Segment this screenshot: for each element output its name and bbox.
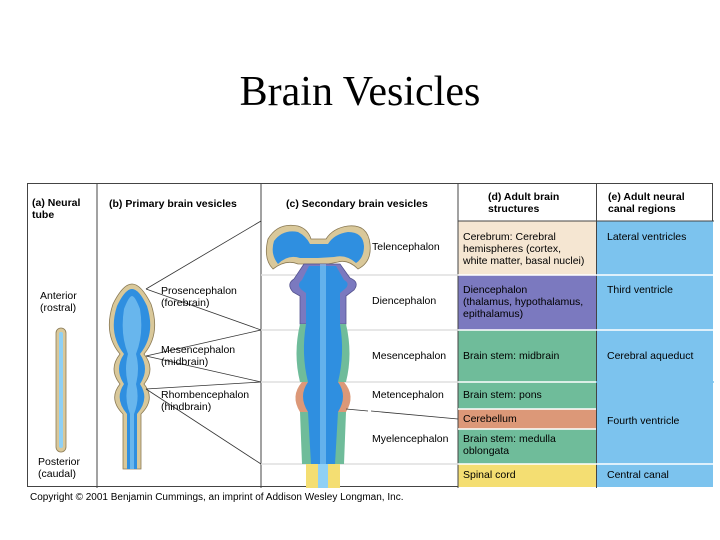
- neural-tube: [55, 327, 67, 453]
- cell-pons: [458, 382, 596, 409]
- label-midbrain: Brain stem: midbrain: [463, 350, 560, 362]
- label-fourth-ventricle: Fourth ventricle: [607, 415, 680, 427]
- cell-cerebrum: [458, 221, 596, 275]
- label-telencephalon: Telencephalon: [372, 241, 440, 253]
- brain-vesicles-figure: (a) Neural tube (b) Primary brain vesicl…: [27, 183, 714, 488]
- label-lateral-ventricles: Lateral ventricles: [607, 231, 687, 243]
- primary-vesicles: [108, 283, 156, 470]
- cell-midbrain: [458, 330, 596, 382]
- slide-title: Brain Vesicles: [239, 69, 481, 115]
- header-adult-structures: (d) Adult brain structures: [488, 191, 560, 215]
- label-cerebrum: Cerebrum: Cerebral hemispheres (cortex, …: [463, 231, 585, 267]
- label-pons: Brain stem: pons: [463, 389, 542, 401]
- column-dividers: [96, 184, 597, 488]
- cell-central-canal: [597, 464, 713, 487]
- label-spinal-cord: Spinal cord: [463, 469, 516, 481]
- cell-cerebellum: [458, 409, 596, 429]
- label-anterior: Anterior (rostral): [40, 290, 77, 314]
- diagram-graphics: [55, 184, 714, 488]
- label-rhombencephalon: Rhombencephalon (hindbrain): [161, 389, 250, 413]
- label-diencephalon-adult: Diencephalon (thalamus, hypothalamus, ep…: [463, 284, 584, 320]
- row-dividers-c: [261, 274, 458, 465]
- label-mesencephalon-primary: Mesencephalon (midbrain): [161, 344, 236, 368]
- copyright-notice: Copyright © 2001 Benjamin Cummings, an i…: [30, 492, 404, 503]
- header-secondary-vesicles: (c) Secondary brain vesicles: [286, 198, 428, 210]
- cell-medulla: [458, 429, 596, 464]
- cell-diencephalon: [458, 275, 596, 330]
- label-mesencephalon-secondary: Mesencephalon: [372, 350, 447, 362]
- header-canal-regions: (e) Adult neural canal regions: [608, 191, 685, 215]
- label-metencephalon: Metencephalon: [372, 389, 444, 401]
- label-third-ventricle: Third ventricle: [607, 284, 673, 296]
- label-diencephalon-secondary: Diencephalon: [372, 295, 437, 307]
- header-neural-tube: (a) Neural tube: [32, 197, 81, 221]
- label-prosencephalon: Prosencephalon (forebrain): [161, 285, 237, 309]
- label-cerebral-aqueduct: Cerebral aqueduct: [607, 350, 694, 362]
- header-primary-vesicles: (b) Primary brain vesicles: [109, 198, 237, 210]
- label-posterior: Posterior (caudal): [38, 456, 81, 480]
- connector-lines: [145, 220, 459, 465]
- cell-spinal-cord: [458, 464, 596, 487]
- label-cerebellum: Cerebellum: [463, 413, 517, 425]
- label-central-canal: Central canal: [607, 469, 669, 481]
- cell-canal-regions: [597, 221, 713, 464]
- label-myelencephalon: Myelencephalon: [372, 433, 449, 445]
- label-medulla: Brain stem: medulla oblongata: [463, 433, 556, 457]
- secondary-vesicles: [265, 224, 371, 488]
